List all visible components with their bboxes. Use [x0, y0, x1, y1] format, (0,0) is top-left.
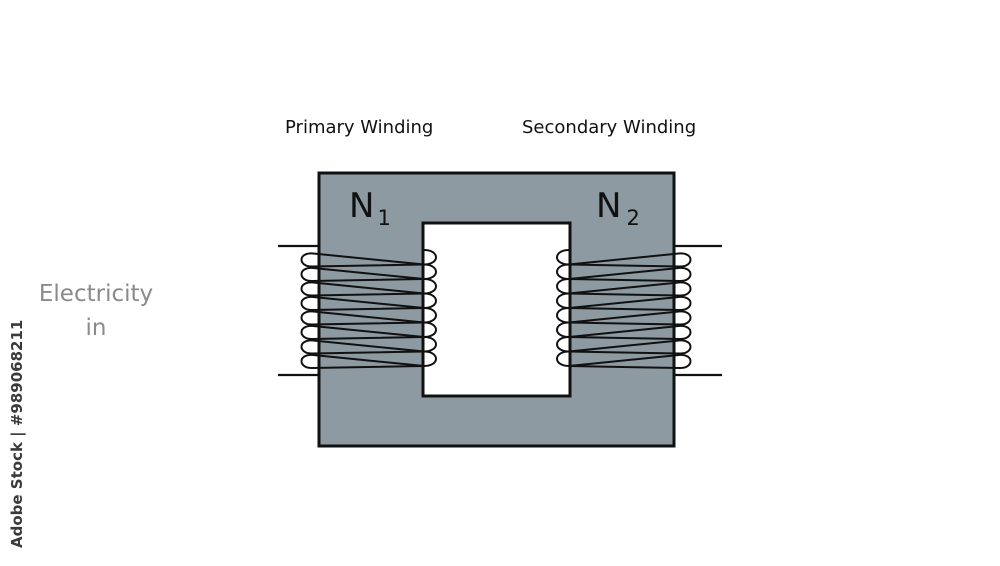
electricity-in-label: Electricity in [28, 277, 164, 345]
secondary-coil-turn [556, 278, 692, 297]
secondary-coil-turn [556, 263, 692, 282]
n2-subscript: 2 [626, 206, 639, 230]
primary-winding-coil [300, 249, 437, 369]
primary-coil-turn [300, 321, 437, 340]
primary-coil-turn [300, 336, 437, 355]
electricity-in-line1: Electricity [38, 281, 154, 307]
secondary-coil-turn [556, 336, 692, 355]
primary-coil-turn [300, 292, 437, 311]
primary-coil-turn [300, 350, 437, 369]
n2-base: N [596, 186, 621, 226]
n1-subscript: 1 [377, 206, 390, 230]
secondary-coil-turn [556, 292, 692, 311]
secondary-coil-turn [556, 321, 692, 340]
primary-coil-turn [300, 263, 437, 282]
primary-coil-turn [300, 307, 437, 326]
n1-base: N [349, 186, 374, 226]
secondary-coil-turn [556, 307, 692, 326]
primary-coil-turn [300, 249, 437, 268]
stock-id-watermark: Adobe Stock | #989068211 [8, 319, 26, 548]
secondary-coil-turn [556, 350, 692, 369]
secondary-winding-label: Secondary Winding [522, 117, 697, 138]
primary-winding-label: Primary Winding [285, 117, 434, 138]
secondary-coil-turn [556, 249, 692, 268]
primary-coil-turn [300, 278, 437, 297]
secondary-winding-coil [556, 249, 692, 369]
electricity-in-line2: in [85, 315, 107, 341]
